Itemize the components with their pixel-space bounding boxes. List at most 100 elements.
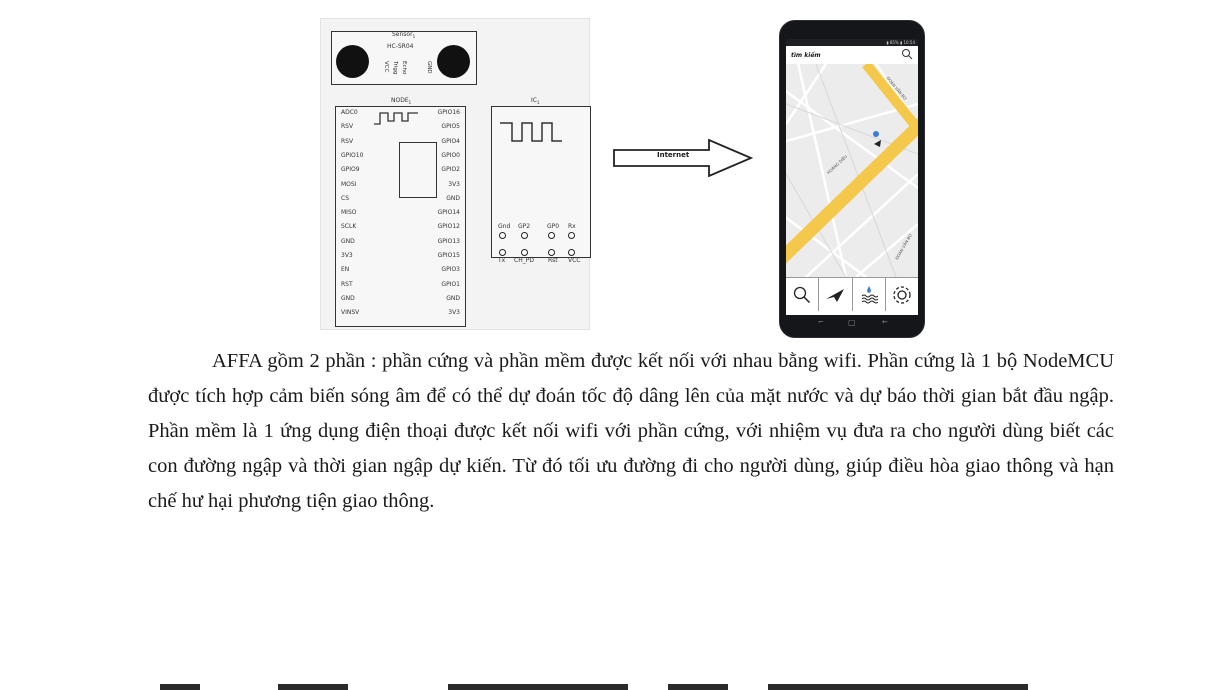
back-icon[interactable]: ← bbox=[882, 318, 888, 326]
system-figure: Sensor1 HC-SR04 VCC Trigg Echo GND NODE1… bbox=[320, 18, 925, 338]
node-pin-left: EN bbox=[341, 266, 350, 274]
water-icon bbox=[861, 285, 878, 303]
sensor-subscript: 1 bbox=[412, 34, 416, 40]
node-pin-left: GND bbox=[341, 237, 355, 245]
sensor-model: HC-SR04 bbox=[387, 43, 414, 50]
send-tab[interactable] bbox=[819, 278, 853, 311]
pin-dot bbox=[568, 232, 575, 239]
node-pin-right: GPIO16 bbox=[437, 109, 460, 116]
sensor-pin: Trigg bbox=[392, 61, 398, 75]
node-pin-left: VINSV bbox=[341, 309, 360, 317]
pin-dot bbox=[499, 249, 506, 256]
pin-dot bbox=[568, 249, 575, 256]
node-pin-right: GPIO15 bbox=[437, 252, 460, 259]
node-pin-row: GND GND bbox=[341, 295, 460, 309]
node-pin-left: MOSI bbox=[341, 180, 357, 188]
search-icon[interactable] bbox=[901, 48, 913, 60]
node-pin-left: RSV bbox=[341, 123, 354, 131]
ic-pin: Rst bbox=[548, 257, 558, 264]
node-pin-right: GPIO5 bbox=[441, 123, 460, 131]
pin-dot bbox=[548, 249, 555, 256]
search-bar[interactable]: tìm kiếm bbox=[786, 46, 918, 65]
ic-pin: GP0 bbox=[547, 223, 560, 230]
paragraph: AFFA gồm 2 phần : phần cứng và phần mềm … bbox=[148, 350, 1114, 512]
send-icon bbox=[826, 288, 845, 302]
node-pin-right: GPIO3 bbox=[441, 266, 460, 274]
ic-pin: Rx bbox=[568, 223, 576, 230]
node-pin-row: EN GPIO3 bbox=[341, 266, 460, 280]
home-icon[interactable]: ▢ bbox=[848, 318, 856, 327]
node-pin-right: GPIO2 bbox=[441, 166, 460, 174]
node-pin-row: SCLK GPIO12 bbox=[341, 223, 460, 237]
node-pin-right: 3V3 bbox=[448, 180, 460, 188]
settings-tab[interactable] bbox=[886, 278, 918, 311]
cut-off-text-line bbox=[148, 670, 1114, 690]
search-input[interactable]: tìm kiếm bbox=[791, 52, 821, 59]
node-pin-row: RSV GPIO4 bbox=[341, 138, 460, 152]
ic-pin: Tx bbox=[498, 257, 506, 264]
node-pin-right: GPIO12 bbox=[437, 223, 460, 231]
app-screen: ▮ 85% ▮ 10:54 tìm kiếm bbox=[786, 39, 918, 315]
map-roads bbox=[786, 64, 918, 277]
ic-pin: CH_PD bbox=[514, 257, 534, 264]
esp8266-module: Gnd GP2 GP0 Rx Tx CH_PD Rst VCC bbox=[491, 106, 591, 264]
sensor-label: Sensor bbox=[392, 31, 413, 38]
ic-pin: VCC bbox=[568, 257, 581, 264]
node-pin-left: RST bbox=[341, 280, 353, 288]
ic-pin: Gnd bbox=[498, 223, 511, 230]
android-nav-bar: ⌐ ▢ ← bbox=[786, 317, 918, 331]
sensor-pin: Echo bbox=[401, 61, 407, 75]
ic-subscript: 1 bbox=[536, 100, 540, 106]
node-pin-row: RSV GPIO5 bbox=[341, 123, 460, 137]
node-pin-right: GPIO0 bbox=[441, 151, 460, 159]
pin-dot bbox=[499, 232, 506, 239]
node-pin-left: SCLK bbox=[341, 223, 357, 231]
node-pin-right: GND bbox=[446, 194, 460, 202]
sensor-module: Sensor1 HC-SR04 VCC Trigg Echo GND bbox=[331, 31, 477, 85]
node-label: NODE bbox=[391, 97, 409, 104]
node-pin-right: 3V3 bbox=[448, 309, 460, 317]
gear-icon bbox=[893, 285, 911, 304]
sensor-pin: VCC bbox=[383, 61, 389, 73]
node-subscript: 1 bbox=[408, 100, 412, 106]
flag-marker-icon[interactable] bbox=[874, 140, 881, 147]
antenna-trace-icon bbox=[500, 122, 562, 142]
search-tab[interactable] bbox=[786, 278, 820, 311]
recent-apps-icon[interactable]: ⌐ bbox=[818, 318, 824, 326]
node-pin-right: GPIO13 bbox=[437, 237, 460, 245]
smartphone: ▮ 85% ▮ 10:54 tìm kiếm bbox=[779, 20, 925, 338]
water-tab[interactable] bbox=[853, 278, 886, 311]
map-view[interactable]: ĐOÀN VĂN BƠ HOÀNG DIỆU ĐOÀN VĂN BƠ bbox=[786, 64, 918, 277]
node-pin-row: GND GPIO13 bbox=[341, 238, 460, 252]
location-marker-icon[interactable] bbox=[873, 131, 879, 137]
internet-arrow-icon bbox=[613, 139, 753, 177]
node-pin-row: MOSI 3V3 bbox=[341, 181, 460, 195]
sensor-pin: GND bbox=[426, 61, 432, 74]
bottom-toolbar bbox=[786, 277, 918, 311]
node-pin-right: GND bbox=[446, 294, 460, 302]
pin-dot bbox=[521, 232, 528, 239]
node-pin-row: GPIO10 GPIO0 bbox=[341, 152, 460, 166]
search-icon bbox=[793, 286, 811, 303]
status-bar: ▮ 85% ▮ 10:54 bbox=[786, 39, 918, 46]
transducer-left bbox=[336, 45, 369, 78]
ic-label: IC bbox=[531, 97, 537, 104]
node-pin-left: GPIO10 bbox=[341, 151, 364, 159]
circuit-schematic: Sensor1 HC-SR04 VCC Trigg Echo GND NODE1… bbox=[320, 18, 591, 330]
transducer-right bbox=[437, 45, 470, 78]
body-text: AFFA gồm 2 phần : phần cứng và phần mềm … bbox=[148, 344, 1114, 519]
ic-pin: GP2 bbox=[518, 223, 531, 230]
node-pin-left: GND bbox=[341, 294, 355, 302]
mcu-chip bbox=[399, 142, 437, 198]
pin-dot bbox=[521, 249, 528, 256]
pin-dot bbox=[548, 232, 555, 239]
node-pin-left: RSV bbox=[341, 137, 354, 145]
node-pin-left: ADC0 bbox=[341, 109, 358, 116]
antenna-trace-icon bbox=[374, 112, 418, 125]
node-pin-right: GPIO4 bbox=[441, 137, 460, 145]
